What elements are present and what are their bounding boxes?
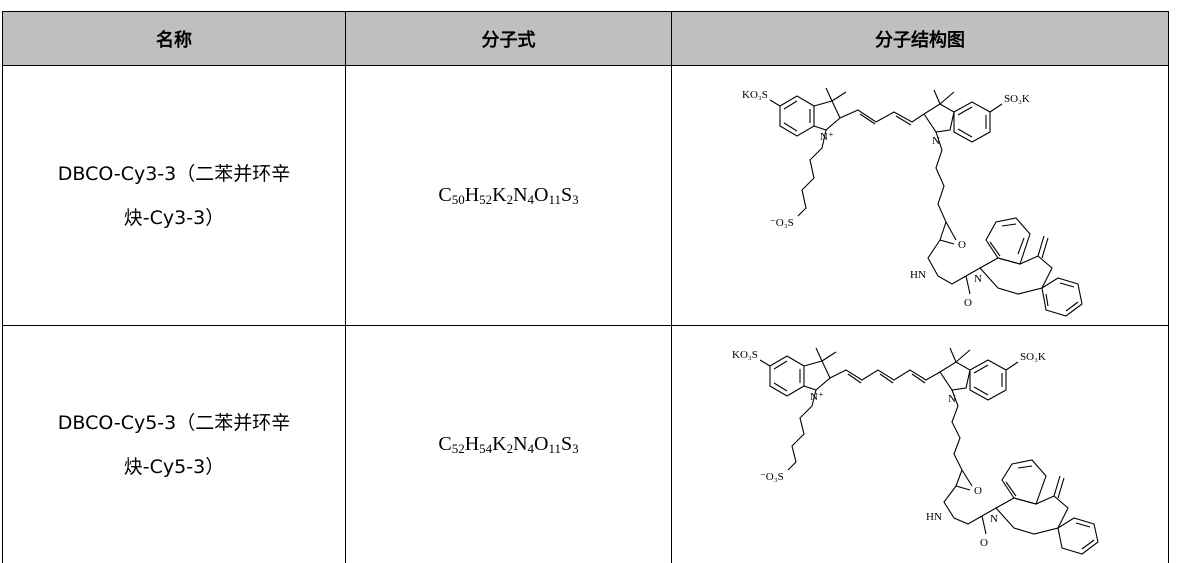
label-n: N (932, 135, 940, 147)
compound-name-cell: DBCO-Cy3-3（二苯并环辛 炔-Cy3-3） (3, 66, 346, 326)
label-o3s: ⁻O₃S (760, 471, 784, 483)
compound-name-cell: DBCO-Cy5-3（二苯并环辛 炔-Cy5-3） (3, 326, 346, 563)
label-so3k: SO₃K (1004, 93, 1030, 105)
table-row: DBCO-Cy3-3（二苯并环辛 炔-Cy3-3） C50H52K2N4O11S… (3, 66, 1169, 326)
compound-name-line2: 炔-Cy3-3） (3, 196, 345, 240)
label-o-dbco: O (980, 537, 988, 549)
label-kso3s: KO₃S (742, 89, 768, 101)
compound-name-line1: DBCO-Cy3-3（二苯并环辛 (3, 152, 345, 196)
header-row: 名称 分子式 分子结构图 (3, 12, 1169, 66)
compound-table: 名称 分子式 分子结构图 DBCO-Cy3-3（二苯并环辛 炔-Cy3-3） C… (2, 11, 1169, 563)
compound-name-line2: 炔-Cy5-3） (3, 445, 345, 489)
label-o3s: ⁻O₃S (770, 217, 794, 229)
label-o-dbco: O (964, 297, 972, 309)
molecular-formula: C52H54K2N4O11S3 (438, 433, 578, 455)
molecular-formula-cell: C52H54K2N4O11S3 (346, 326, 672, 563)
structure-cell: KO₃S SO₃K N⁺ N ⁻O₃S O HN N O (672, 326, 1169, 563)
structure-diagram-cy5: KO₃S SO₃K N⁺ N ⁻O₃S O HN N O (730, 330, 1110, 560)
structure-cell: KO₃S SO₃K N⁺ N ⁻O₃S O HN N O (672, 66, 1169, 326)
table-row: DBCO-Cy5-3（二苯并环辛 炔-Cy5-3） C52H54K2N4O11S… (3, 326, 1169, 563)
label-hn: HN (910, 269, 926, 281)
label-hn: HN (926, 511, 942, 523)
structure-diagram-cy3: KO₃S SO₃K N⁺ N ⁻O₃S O HN N O (740, 68, 1100, 323)
label-o-amide: O (958, 239, 966, 251)
label-nplus: N⁺ (820, 131, 834, 143)
molecular-formula: C50H52K2N4O11S3 (438, 184, 578, 206)
label-so3k: SO₃K (1020, 351, 1046, 363)
label-n-dbco: N (974, 273, 982, 285)
header-name: 名称 (3, 12, 346, 66)
header-formula: 分子式 (346, 12, 672, 66)
compound-name-line1: DBCO-Cy5-3（二苯并环辛 (3, 401, 345, 445)
molecular-formula-cell: C50H52K2N4O11S3 (346, 66, 672, 326)
label-o-amide: O (974, 485, 982, 497)
label-kso3s: KO₃S (732, 349, 758, 361)
label-nplus: N⁺ (810, 391, 824, 403)
label-n: N (948, 393, 956, 405)
header-structure: 分子结构图 (672, 12, 1169, 66)
label-n-dbco: N (990, 513, 998, 525)
